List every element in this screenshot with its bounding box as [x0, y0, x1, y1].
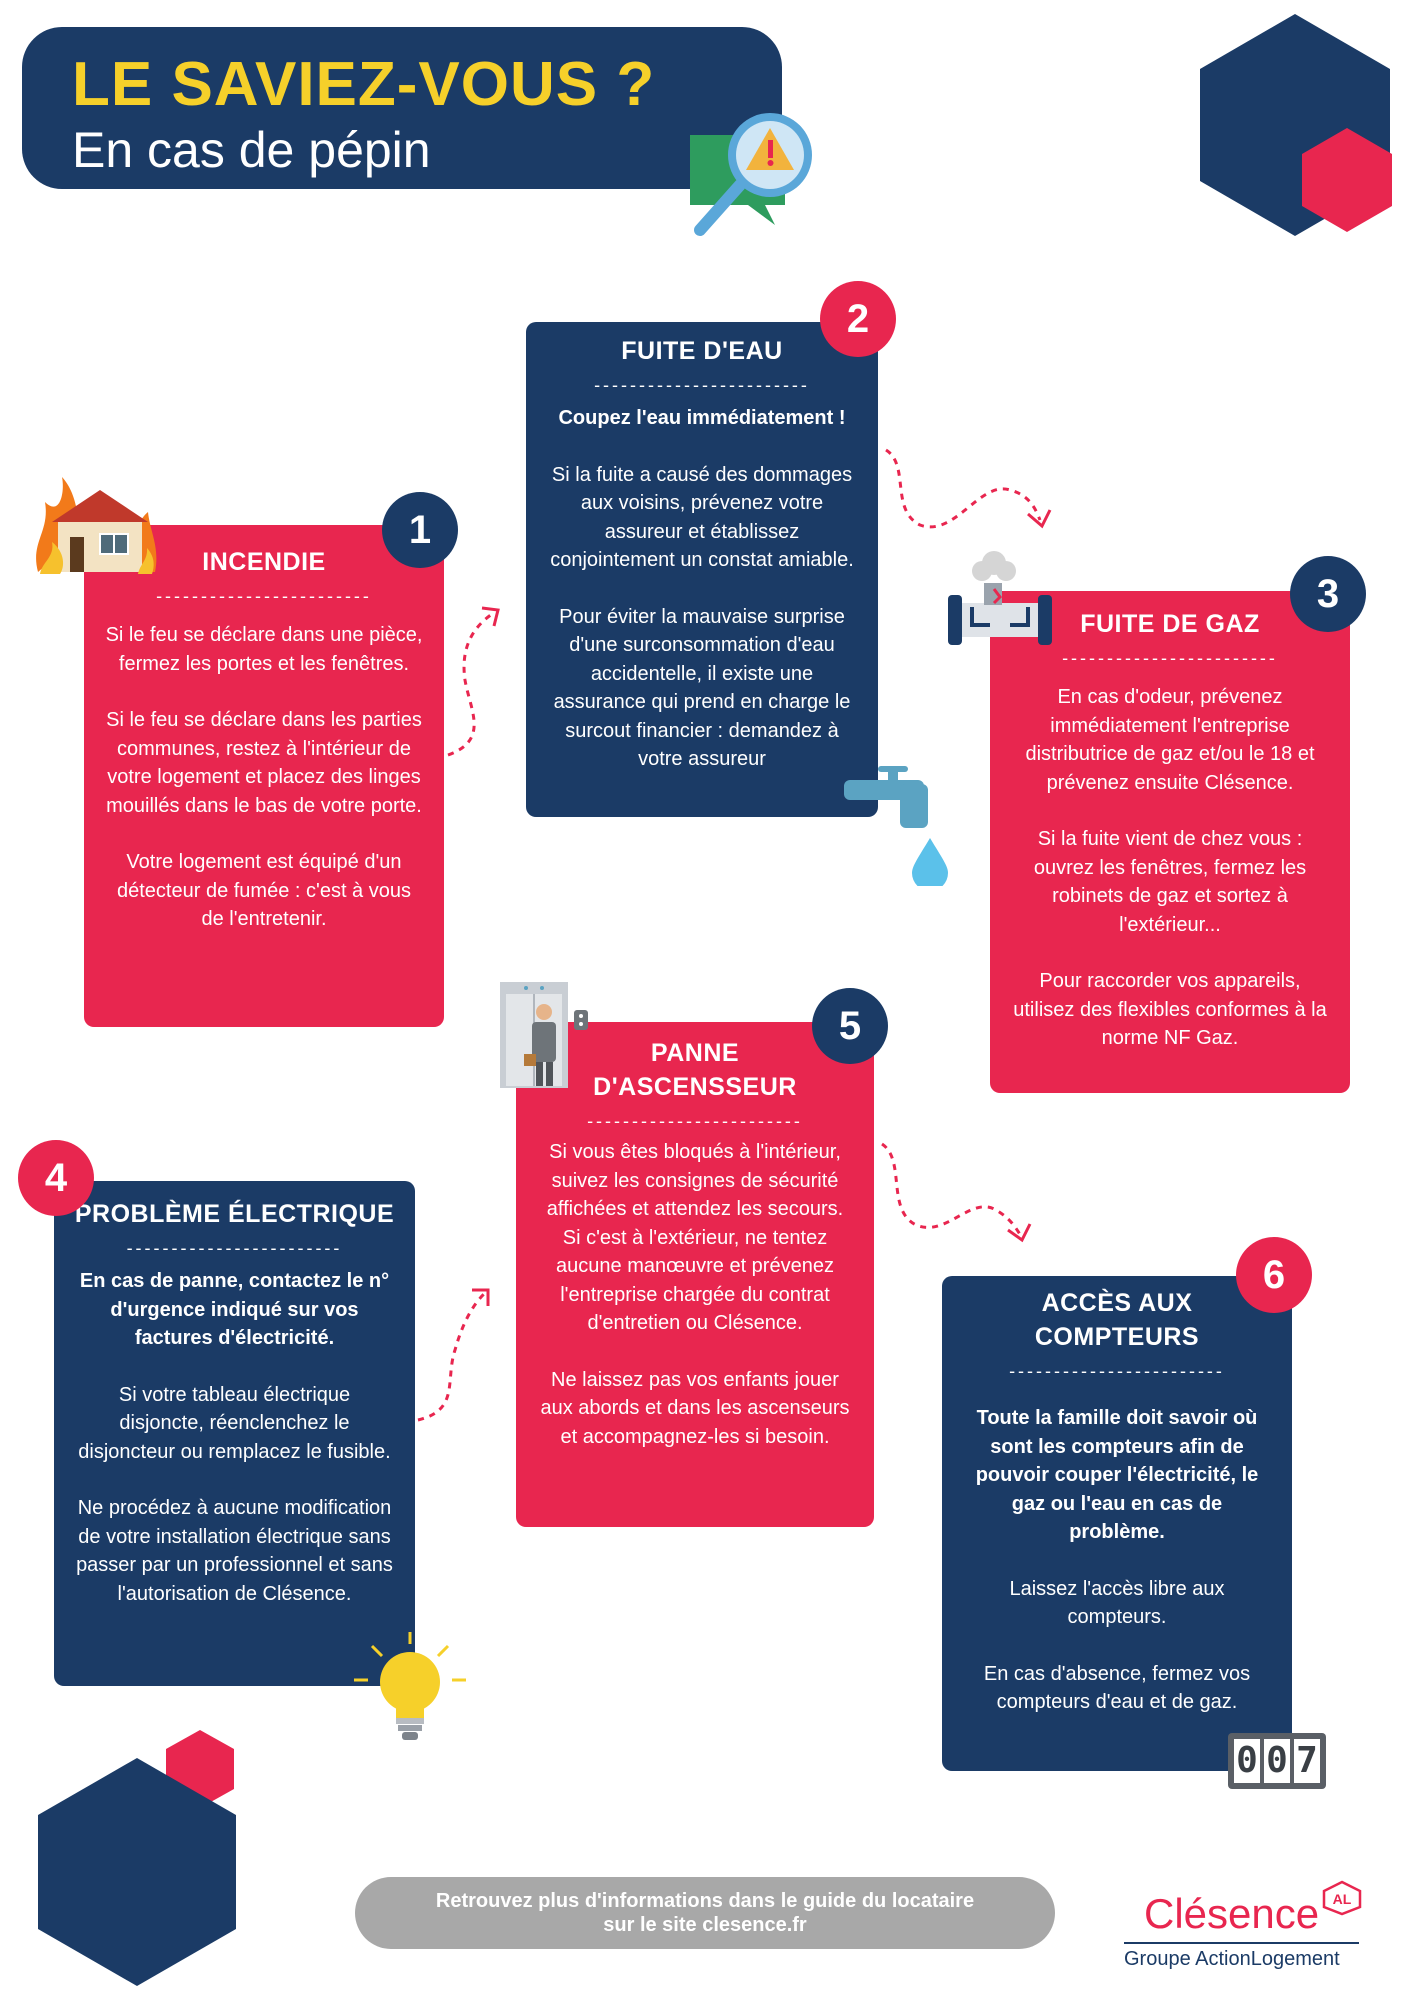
page-title: LE SAVIEZ-VOUS ?: [72, 50, 656, 119]
meter-digit: 0: [1234, 1739, 1260, 1783]
al-badge-icon: AL: [1322, 1880, 1362, 1916]
card-text: Ne procédez à aucune modification de vot…: [76, 1497, 393, 1605]
card-text: Si le feu se déclare dans une pièce, fer…: [105, 624, 423, 675]
logo-group: Groupe ActionLogement: [1124, 1948, 1340, 1970]
card-title: INCENDIE: [202, 548, 326, 576]
card-text: Pour raccorder vos appareils, utilisez d…: [1013, 970, 1327, 1049]
badge-number-3: 3: [1290, 556, 1366, 632]
card-fuite-gaz: FUITE DE GAZ ------------------------ En…: [990, 591, 1350, 1093]
card-title-line1: PANNE: [650, 1039, 740, 1067]
card-incendie: INCENDIE ------------------------ Si le …: [84, 525, 444, 1027]
card-acces-compteurs: ACCÈS AUX COMPTEURS --------------------…: [942, 1276, 1292, 1771]
dotted-arrow-4-to-5: [417, 1288, 490, 1422]
footer-line2: sur le site clesence.fr: [603, 1914, 807, 1936]
card-text: Pour éviter la mauvaise surprise d'une s…: [553, 605, 851, 771]
meter-digit: 0: [1264, 1739, 1290, 1783]
badge-number-4: 4: [18, 1140, 94, 1216]
meter-counter-icon: 0 0 7: [1228, 1733, 1326, 1789]
card-text: En cas d'absence, fermez vos compteurs d…: [983, 1662, 1251, 1714]
card-text: En cas d'odeur, prévenez immédiatement l…: [1025, 686, 1315, 794]
card-text: Si votre tableau électrique disjoncte, r…: [78, 1383, 391, 1463]
badge-number-5: 5: [812, 988, 888, 1064]
card-title: PROBLÈME ÉLECTRIQUE: [74, 1200, 395, 1228]
meter-digit: 7: [1294, 1739, 1320, 1783]
badge-number-2: 2: [820, 281, 896, 357]
separator: ------------------------: [594, 375, 810, 395]
footer-info: Retrouvez plus d'informations dans le gu…: [355, 1877, 1055, 1949]
card-text: Si vous êtes bloqués à l'intérieur, suiv…: [546, 1141, 844, 1334]
card-fuite-eau: FUITE D'EAU ------------------------ Cou…: [526, 322, 878, 817]
warning-magnifier-icon: [690, 113, 812, 236]
logo-divider: [1124, 1942, 1359, 1944]
water-tap-icon: [844, 766, 948, 886]
card-lead: Toute la famille doit savoir où sont les…: [975, 1407, 1259, 1543]
card-title-line2: D'ASCENSSEUR: [593, 1073, 797, 1101]
hexagon-top-right-small: [1302, 128, 1392, 232]
card-probleme-electrique: PROBLÈME ÉLECTRIQUE --------------------…: [54, 1181, 415, 1686]
hexagon-bottom-left: [38, 1758, 236, 1986]
card-title-line1: ACCÈS AUX: [1041, 1289, 1193, 1317]
card-text: Si le feu se déclare dans les parties co…: [106, 709, 422, 817]
card-lead: En cas de panne, contactez le n° d'urgen…: [79, 1270, 390, 1349]
dotted-arrow-1-to-2: [447, 606, 500, 757]
card-text: Si la fuite vient de chez vous : ouvrez …: [1033, 828, 1307, 936]
card-text: Si la fuite a causé des dommages aux voi…: [550, 463, 854, 572]
separator: ------------------------: [156, 586, 372, 606]
gas-pipe-icon: [948, 551, 1052, 645]
card-title: FUITE D'EAU: [621, 337, 783, 365]
footer-line1: Retrouvez plus d'informations dans le gu…: [435, 1890, 975, 1912]
separator: ------------------------: [587, 1111, 803, 1131]
card-panne-ascenseur: PANNE D'ASCENSSEUR ---------------------…: [516, 1022, 874, 1527]
dotted-arrow-5-to-6: [881, 1142, 1032, 1243]
badge-number-1: 1: [382, 492, 458, 568]
badge-number-6: 6: [1236, 1237, 1312, 1313]
light-bulb-icon: [354, 1632, 466, 1740]
card-text: Ne laissez pas vos enfants jouer aux abo…: [540, 1368, 850, 1448]
card-text: Votre logement est équipé d'un détecteur…: [117, 851, 411, 930]
card-text: Laissez l'accès libre aux compteurs.: [1009, 1577, 1225, 1629]
elevator-icon: [500, 982, 588, 1088]
card-title: FUITE DE GAZ: [1080, 610, 1260, 638]
house-fire-icon: [36, 477, 157, 574]
logo-badge-text: AL: [1333, 1891, 1352, 1907]
dotted-arrow-2-to-3: [885, 448, 1052, 529]
clesence-logo: Clésence AL Groupe ActionLogement: [1122, 1880, 1362, 1980]
logo-brand: Clésence: [1144, 1890, 1320, 1937]
card-title-line2: COMPTEURS: [1034, 1323, 1200, 1351]
page-subtitle: En cas de pépin: [72, 122, 431, 178]
card-lead: Coupez l'eau immédiatement !: [558, 407, 846, 429]
separator: ------------------------: [1062, 648, 1278, 668]
separator: ------------------------: [126, 1238, 343, 1258]
separator: ------------------------: [1009, 1361, 1225, 1381]
header-banner: LE SAVIEZ-VOUS ? En cas de pépin: [22, 27, 782, 189]
